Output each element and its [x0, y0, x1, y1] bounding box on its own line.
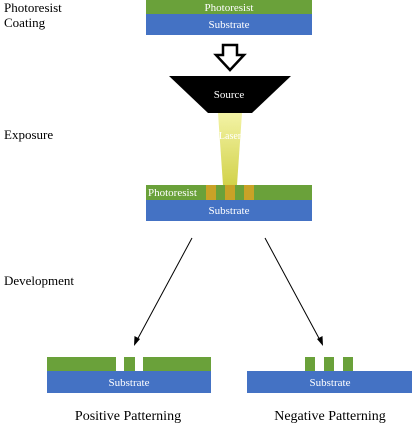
caption-positive-patterning: Positive Patterning: [75, 409, 181, 424]
substrate-label-mid: Substrate: [209, 205, 250, 217]
substrate-layer-negative: [247, 371, 412, 393]
laser-label: Laser: [219, 131, 242, 142]
source-label: Source: [214, 89, 245, 101]
positive-resist-mid: [124, 357, 135, 371]
photoresist-label-mid: Photoresist: [148, 187, 197, 199]
stage-label-coating-2: Coating: [4, 15, 46, 30]
stage-label-coating-1: Photoresist: [4, 0, 62, 15]
stage-label-development: Development: [4, 273, 74, 288]
positive-resist-right: [143, 357, 211, 371]
substrate-label-positive: Substrate: [109, 377, 150, 389]
caption-negative-patterning: Negative Patterning: [274, 409, 386, 424]
stage-label-exposure: Exposure: [4, 127, 53, 142]
arrow-head-right-icon: [317, 336, 323, 346]
down-arrow-icon: [213, 43, 247, 72]
negative-resist-feature: [343, 357, 353, 371]
arrow-line-left: [135, 237, 193, 343]
exposed-region: [225, 185, 235, 200]
photoresist-layer-top: [146, 0, 312, 14]
arrow-head-left-icon: [134, 336, 140, 346]
substrate-layer-mid: [146, 200, 312, 221]
exposed-region: [244, 185, 254, 200]
substrate-layer-positive: [47, 371, 211, 393]
exposed-region: [206, 185, 216, 200]
photoresist-label-top: Photoresist: [205, 2, 254, 14]
arrow-line-right: [264, 237, 322, 343]
substrate-label-negative: Substrate: [310, 377, 351, 389]
negative-resist-feature: [305, 357, 315, 371]
substrate-label-top: Substrate: [209, 19, 250, 31]
negative-resist-feature: [324, 357, 334, 371]
source-block: [169, 76, 291, 113]
positive-resist-left: [47, 357, 116, 371]
laser-beam: [218, 113, 242, 185]
substrate-layer-top: [146, 14, 312, 35]
